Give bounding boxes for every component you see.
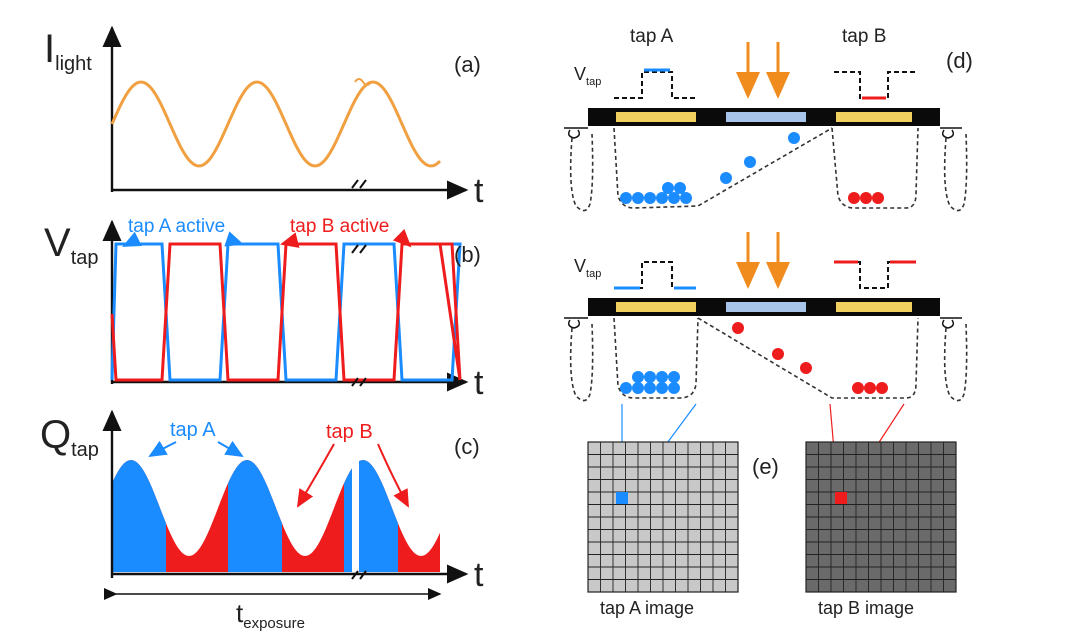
gate-stack-top [588,108,940,126]
potential-well-top [569,127,968,212]
tap-b-image-grid [805,441,957,593]
tap-a-active-label: tap A active [128,216,225,237]
gate-stack-bottom [588,298,940,316]
panel-c-x-label: t [474,556,484,594]
tap-a-charge-area [112,460,398,572]
tap-b-charge-label: tap B [326,421,373,443]
incident-light-arrows-bottom [736,232,790,289]
incident-light-arrows-top [736,42,790,99]
panel-d-letter: (d) [946,48,973,73]
panel-a-x-label: t [474,172,484,210]
panel-b-letter: (b) [454,242,481,267]
vtap-tap-b-pulse-bottom [834,260,916,289]
tap-b-heading: tap B [842,26,886,47]
axis-break-icon [351,244,367,387]
panel-e-letter: (e) [752,454,779,479]
axis-break-icon [351,78,372,189]
vtap-label-bottom: Vtap [574,256,601,280]
tap-a-pixel-highlight [616,492,628,504]
exposure-label: texposure [236,598,305,632]
tap-a-charge-label: tap A [170,419,216,441]
panel-b: Vtap t (b) tap A active tap B active [44,216,484,402]
panel-d: (d) tap A tap B Vtap [564,26,973,402]
panel-b-y-label: Vtap [44,221,99,269]
tap-a-heading: tap A [630,26,674,47]
panel-c-letter: (c) [454,434,480,459]
tap-a-image-grid [587,441,739,593]
tap-b-active-label: tap B active [290,216,389,237]
tap-b-image-label: tap B image [818,598,914,618]
tap-a-voltage-waveform [110,242,462,382]
potential-well-bottom [569,317,968,402]
light-intensity-curve [110,80,442,168]
tap-a-image-label: tap A image [600,598,694,618]
panel-a-letter: (a) [454,52,481,77]
panel-a: Ilight t (a) [44,25,484,210]
panel-e: (e) tap A image tap B image [587,403,957,618]
vtap-tap-a-pulse-bottom [614,261,696,290]
panel-c: Qtap t (c) tap A tap B texposure [40,409,484,632]
panel-a-y-label: Ilight [44,27,92,75]
panel-c-y-label: Qtap [40,413,99,461]
axis-break-icon [351,570,367,580]
vtap-label-top: Vtap [574,64,601,88]
vtap-tap-a-pulse-top [614,68,696,99]
axis-break-gap [352,440,359,572]
electrons-bottom [620,322,888,394]
tap-b-pixel-highlight [835,492,847,504]
electrons-top [620,132,884,204]
vtap-tap-b-pulse-top [834,71,916,100]
panel-b-x-label: t [474,364,484,402]
